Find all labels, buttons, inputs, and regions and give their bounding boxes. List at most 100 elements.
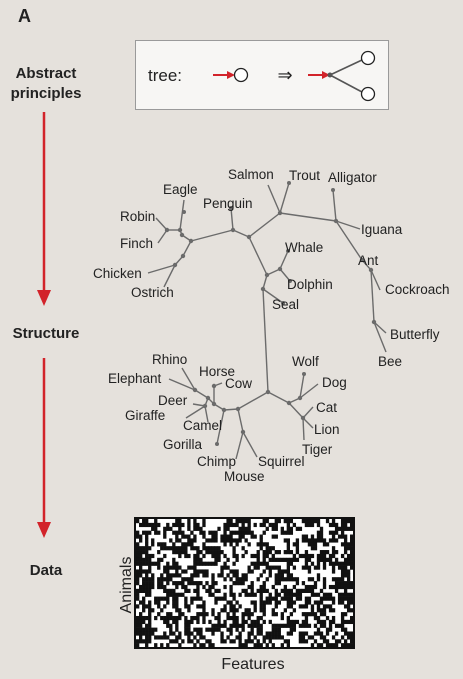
matrix-cell [304, 588, 309, 593]
matrix-cell [256, 557, 260, 562]
matrix-cell [274, 519, 278, 524]
matrix-cell [220, 623, 224, 628]
matrix-cell [229, 534, 233, 539]
matrix-cell [331, 569, 336, 574]
matrix-cell [217, 553, 221, 559]
matrix-cell [316, 600, 321, 605]
matrix-cell [340, 534, 345, 539]
matrix-cell [199, 604, 203, 609]
matrix-cell [193, 588, 197, 593]
matrix-cell [151, 608, 155, 613]
matrix-cell [142, 639, 146, 644]
matrix-cell [292, 608, 297, 613]
matrix-cell [145, 584, 149, 590]
matrix-cell [247, 615, 251, 621]
matrix-cell [277, 557, 281, 562]
matrix-cell [274, 565, 278, 570]
matrix-cell [283, 538, 287, 543]
matrix-cell [145, 623, 149, 628]
matrix-cell [199, 526, 203, 531]
matrix-cell [154, 635, 158, 640]
matrix-cell [229, 542, 233, 547]
matrix-cell [142, 530, 146, 535]
matrix-cell [181, 584, 185, 590]
matrix-cell [304, 557, 309, 562]
matrix-cell [193, 627, 197, 632]
matrix-cell [235, 569, 239, 574]
matrix-cell [307, 553, 312, 559]
matrix-cell [316, 592, 321, 597]
matrix-cell [271, 631, 275, 636]
matrix-cell [148, 569, 152, 574]
matrix-cell [331, 619, 336, 625]
matrix-cell [202, 615, 206, 621]
matrix-cell [313, 639, 318, 644]
matrix-cell [208, 643, 212, 648]
matrix-cell [247, 584, 251, 590]
matrix-cell [340, 565, 345, 570]
matrix-cell [208, 584, 212, 590]
matrix-cell [307, 596, 312, 601]
matrix-cell [250, 592, 254, 597]
matrix-cell [307, 557, 312, 562]
matrix-cell [340, 615, 345, 621]
matrix-cell [157, 584, 161, 590]
matrix-cell [235, 522, 239, 528]
matrix-cell [349, 600, 354, 605]
matrix-cell [277, 550, 281, 555]
matrix-cell [292, 542, 297, 547]
matrix-cell [232, 623, 236, 628]
matrix-cell [343, 581, 348, 586]
matrix-cell [166, 573, 170, 578]
matrix-cell [187, 635, 191, 640]
matrix-cell [304, 619, 309, 625]
matrix-cell [253, 565, 257, 570]
matrix-cell [169, 577, 173, 582]
matrix-cell [136, 557, 140, 562]
matrix-cell [247, 565, 251, 570]
matrix-cell [340, 530, 345, 535]
matrix-cell [244, 577, 248, 582]
matrix-cell [166, 596, 170, 601]
matrix-cell [262, 600, 266, 605]
matrix-cell [148, 627, 152, 632]
matrix-cell [199, 643, 203, 648]
matrix-cell [220, 596, 224, 601]
matrix-cell [172, 522, 176, 528]
matrix-cell [268, 565, 272, 570]
matrix-cell [199, 550, 203, 555]
matrix-cell [349, 584, 354, 590]
matrix-cell [280, 623, 284, 628]
matrix-cell [241, 526, 245, 531]
matrix-cell [283, 584, 287, 590]
matrix-cell [328, 623, 333, 628]
matrix-cell [319, 643, 324, 648]
matrix-cell [241, 623, 245, 628]
matrix-cell [205, 639, 209, 644]
matrix-cell [181, 534, 185, 539]
matrix-cell [193, 519, 197, 524]
matrix-cell [247, 623, 251, 628]
matrix-cell [154, 530, 158, 535]
matrix-cell [328, 557, 333, 562]
matrix-cell [283, 519, 287, 524]
matrix-cell [196, 553, 200, 559]
matrix-cell [208, 561, 212, 566]
matrix-cell [205, 538, 209, 543]
matrix-cell [244, 639, 248, 644]
matrix-cell [136, 592, 140, 597]
panel-letter: A [18, 6, 31, 26]
leaf-horse: Horse [199, 364, 235, 379]
matrix-cell [142, 522, 146, 528]
matrix-cell [199, 635, 203, 640]
matrix-cell [247, 608, 251, 613]
matrix-cell [148, 612, 152, 617]
matrix-cell [136, 561, 140, 566]
matrix-cell [301, 588, 306, 593]
matrix-cell [256, 577, 260, 582]
matrix-cell [196, 639, 200, 644]
matrix-cell [226, 615, 230, 621]
matrix-cell [316, 573, 321, 578]
matrix-cell [196, 550, 200, 555]
matrix-cell [256, 623, 260, 628]
